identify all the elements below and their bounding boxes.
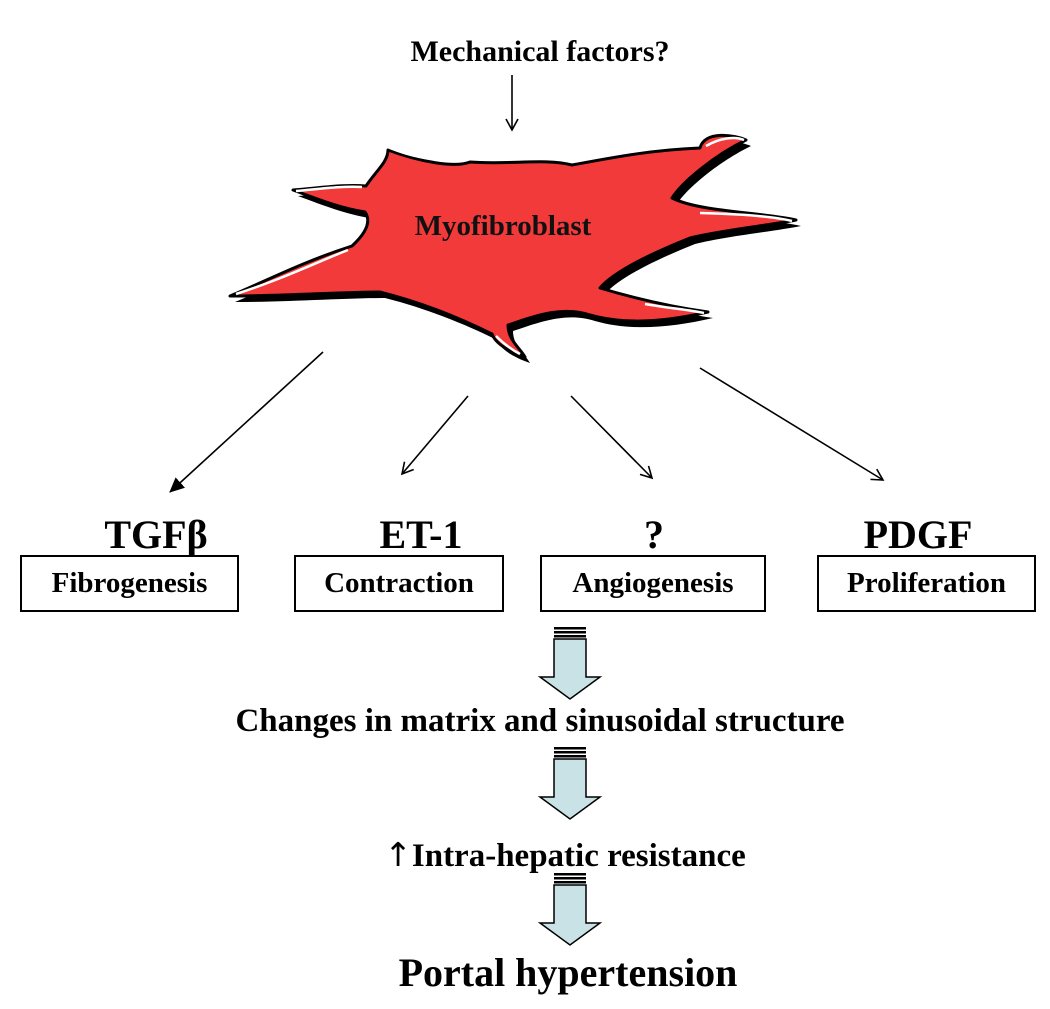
contraction-box: Contraction [294,555,504,612]
cell-highlight [705,136,745,148]
cell-highlight [644,302,705,315]
up-arrow-icon: ↑ [384,835,412,874]
cascade-step-resistance: ↑Intra-hepatic resistance [384,838,746,873]
cell-highlight [295,185,363,193]
cell-highlight [699,211,793,223]
myofibroblast-label: Myofibroblast [414,210,592,242]
angiogenesis-label: Angiogenesis [572,567,734,599]
cell-highlight [389,146,469,162]
mediator-tgfb: TGFβ [104,512,208,557]
arrow-to-unknown [570,395,654,480]
contraction-label: Contraction [324,567,474,599]
fibrogenesis-label: Fibrogenesis [51,567,208,599]
arrow-to-tgfb [169,351,324,493]
mechanical-factors-label: Mechanical factors? [410,35,670,68]
cascade-step-text: Changes in matrix and sinusoidal structu… [235,703,845,739]
block-down-arrow-icon [537,627,603,700]
block-down-arrow-icon [537,747,603,820]
arrow-to-pdgf [699,367,885,481]
cascade-step-text: Intra-hepatic resistance [411,838,746,874]
cascade-step-portal-hypertension: Portal hypertension [399,953,738,993]
mediator-unknown: ? [644,512,664,557]
arrow-to-et1 [400,395,469,476]
cell-highlight [235,248,349,296]
mediator-pdgf: PDGF [863,512,973,557]
cell-body [228,133,798,359]
cascade-step-matrix-changes: Changes in matrix and sinusoidal structu… [235,705,844,738]
cell-highlight [495,335,521,356]
block-down-arrow-icon [537,873,603,946]
angiogenesis-box: Angiogenesis [540,555,766,612]
myofibroblast-cell [228,133,801,363]
fibrogenesis-box: Fibrogenesis [20,555,239,612]
cascade-step-text: Portal hypertension [398,950,738,995]
proliferation-label: Proliferation [847,567,1006,599]
mediator-et1: ET-1 [379,512,463,557]
proliferation-box: Proliferation [817,555,1036,612]
